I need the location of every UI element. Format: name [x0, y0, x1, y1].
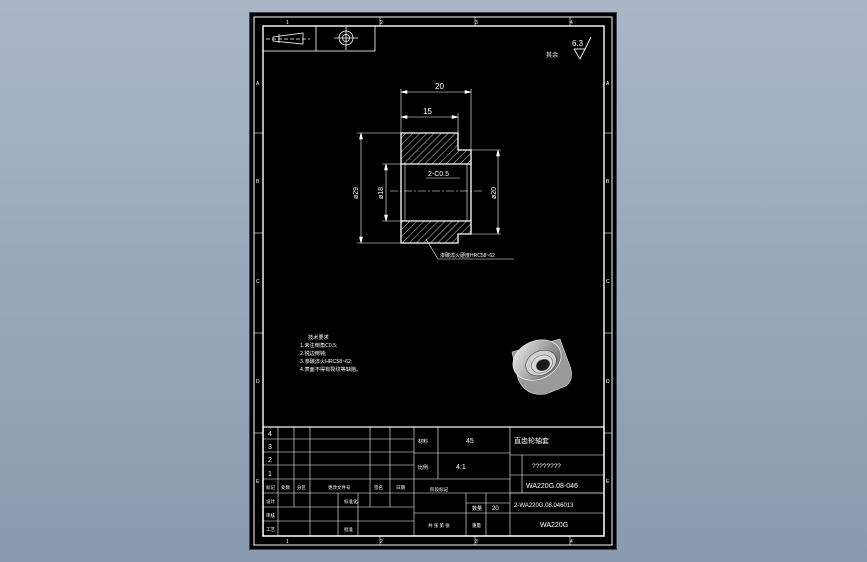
- sign-row-process: 工艺: [266, 527, 275, 532]
- roughness-rest-label: 其余: [546, 51, 558, 59]
- file-number: 2-WA220G.08.046013: [514, 503, 574, 509]
- dim-chamfer: 2-C0.5: [428, 171, 449, 178]
- rev-number-2: 2: [268, 457, 272, 464]
- stage-mark-label: 阶段标记: [430, 486, 448, 493]
- dim-step-length: 15: [423, 107, 432, 116]
- tech-req-title: 技术要求: [308, 333, 330, 341]
- sign-row-design: 设计: [266, 498, 275, 505]
- product-code: WA220G: [540, 522, 568, 529]
- zone-left-e: E: [256, 479, 260, 485]
- zone-right-d: D: [606, 379, 610, 385]
- tech-req-2: 2.锐边倒钝;: [300, 349, 327, 357]
- zone-left-d: D: [256, 379, 260, 385]
- cad-drawing: 1 2 3 4 1 2 3 4 A B C D E A B C D E 其余 6…: [253, 16, 613, 546]
- part-name: 直齿轮轴套: [514, 436, 549, 445]
- weight-label: 重量: [472, 522, 481, 529]
- zone-right-b: B: [606, 179, 610, 185]
- leader-note-text: 渗碳淬火硬度HRC58~62: [440, 252, 495, 259]
- dim-outer-diameter: ø29: [353, 187, 360, 199]
- cone-view-icon: [272, 32, 304, 45]
- material-label: 材料: [418, 438, 428, 445]
- company-name: ????????: [532, 463, 561, 470]
- sign-mid-approve: 批准: [344, 526, 353, 533]
- header-date: 日期: [396, 485, 405, 491]
- zone-top-2: 2: [380, 20, 383, 26]
- zone-bottom-1: 1: [286, 539, 289, 545]
- scale-value: 4:1: [456, 464, 466, 471]
- dimension-lines: [359, 89, 500, 244]
- title-block-text: 4 3 2 1 标记 处数 分区 更改文件号 签名 日期 设计 审核 工艺 标准…: [266, 431, 578, 533]
- zone-left-c: C: [256, 279, 260, 285]
- zone-right-c: C: [606, 279, 610, 285]
- outer-border: [253, 16, 613, 546]
- tech-req-3: 3.渗碳淬火HRC58~62;: [300, 357, 352, 365]
- dim-overall-length: 20: [435, 82, 444, 91]
- sign-row-review: 审核: [266, 512, 275, 519]
- dim-bore-diameter: ø18: [378, 187, 385, 199]
- roughness-value: 6.3: [572, 39, 584, 48]
- zone-marker-ticks: [254, 17, 612, 545]
- zone-bottom-4: 4: [570, 539, 573, 545]
- projection-symbol: [262, 25, 376, 52]
- title-block-lines: [262, 426, 605, 537]
- drawing-number: WA220G.08-046: [526, 483, 578, 490]
- header-zone: 分区: [297, 484, 306, 491]
- zone-top-4: 4: [570, 20, 573, 26]
- roughness-check-icon: [573, 36, 592, 60]
- zone-top-3: 3: [475, 20, 478, 26]
- zone-bottom-2: 2: [380, 539, 383, 545]
- header-mark: 标记: [266, 484, 275, 491]
- roughness-symbol: 其余 6.3: [546, 36, 592, 60]
- scale-label: 比例: [418, 464, 428, 471]
- quantity-label: 数量: [472, 505, 482, 512]
- zone-left-a: A: [256, 81, 260, 87]
- header-change-doc: 更改文件号: [328, 484, 351, 491]
- tech-req-4: 4.表面不得有裂纹等缺陷。: [300, 365, 361, 373]
- drawing-sheet: 1 2 3 4 1 2 3 4 A B C D E A B C D E 其余 6…: [250, 13, 616, 549]
- rev-number-1: 1: [268, 471, 272, 478]
- dim-shoulder-diameter: ø20: [491, 187, 498, 199]
- sign-mid-standard: 标准化: [344, 498, 358, 505]
- zone-right-a: A: [606, 81, 610, 87]
- section-view: [357, 132, 501, 244]
- inner-border: [262, 25, 605, 537]
- zone-left-b: B: [256, 179, 260, 185]
- isometric-part-view: [511, 338, 572, 395]
- tech-req-1: 1.未注倒角C0.5;: [300, 341, 337, 349]
- material-value: 45: [466, 438, 474, 445]
- zone-bottom-3: 3: [475, 539, 478, 545]
- rev-number-4: 4: [268, 431, 272, 438]
- quantity-value: 20: [492, 506, 499, 512]
- rev-number-3: 3: [268, 444, 272, 451]
- zone-right-e: E: [606, 479, 610, 485]
- leader-note: 渗碳淬火硬度HRC58~62: [425, 238, 514, 260]
- technical-requirements: 技术要求 1.未注倒角C0.5; 2.锐边倒钝; 3.渗碳淬火HRC58~62;…: [300, 333, 361, 373]
- header-count: 处数: [281, 484, 290, 491]
- sheet-count-label: 共 张 第 张: [428, 522, 450, 529]
- zone-top-1: 1: [286, 20, 289, 26]
- header-signature: 签名: [374, 484, 383, 491]
